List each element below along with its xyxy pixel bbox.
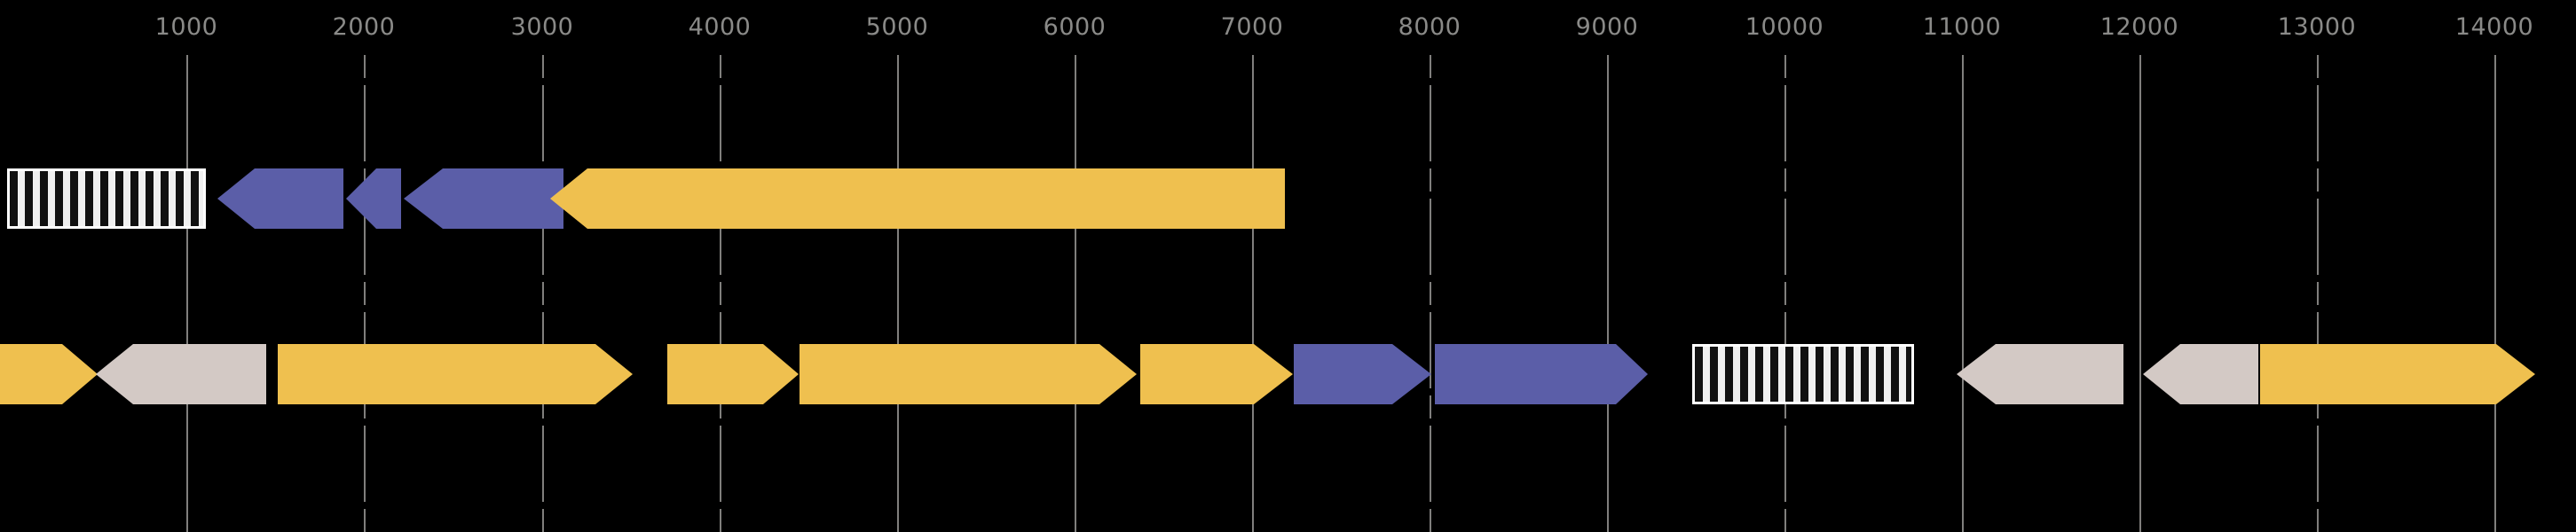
- gene-2[interactable]: [346, 168, 401, 229]
- gene-7[interactable]: [278, 344, 633, 404]
- axis-gridline-2000: [364, 55, 366, 532]
- gene-4[interactable]: [550, 168, 1285, 229]
- gene-10[interactable]: [1140, 344, 1293, 404]
- axis-gridline-14000: [2494, 55, 2496, 532]
- axis-tick-label-13000: 13000: [2277, 13, 2357, 41]
- axis-tick-label-14000: 14000: [2454, 13, 2534, 41]
- gene-5[interactable]: [0, 344, 98, 404]
- axis-tick-label-12000: 12000: [2099, 13, 2179, 41]
- axis-tick-label-9000: 9000: [1575, 13, 1639, 41]
- gene-11[interactable]: [1294, 344, 1431, 404]
- axis-gridline-6000: [1075, 55, 1076, 532]
- axis-tick-label-2000: 2000: [332, 13, 396, 41]
- gene-9[interactable]: [800, 344, 1137, 404]
- axis-gridline-11000: [1962, 55, 1964, 532]
- axis-gridline-1000: [186, 55, 188, 532]
- hatched-region-1[interactable]: [7, 168, 206, 229]
- axis-tick-label-7000: 7000: [1220, 13, 1284, 41]
- axis-gridline-8000: [1430, 55, 1431, 532]
- axis-gridline-10000: [1784, 55, 1786, 532]
- axis-tick-label-8000: 8000: [1398, 13, 1461, 41]
- axis-tick-label-10000: 10000: [1745, 13, 1824, 41]
- axis-gridline-3000: [542, 55, 544, 532]
- gene-15[interactable]: [2143, 344, 2258, 404]
- axis-tick-label-6000: 6000: [1043, 13, 1107, 41]
- axis-gridline-5000: [897, 55, 899, 532]
- hatched-region-2[interactable]: [1692, 344, 1914, 404]
- gene-3[interactable]: [404, 168, 563, 229]
- axis-tick-label-1000: 1000: [154, 13, 218, 41]
- axis-gridline-4000: [720, 55, 721, 532]
- top-sequence-track: [0, 168, 2576, 229]
- axis-tick-label-11000: 11000: [1922, 13, 2002, 41]
- gene-14[interactable]: [1957, 344, 2123, 404]
- gene-13[interactable]: [1591, 344, 1648, 404]
- gene-6[interactable]: [96, 344, 266, 404]
- gene-8[interactable]: [667, 344, 799, 404]
- gene-16[interactable]: [2260, 344, 2535, 404]
- axis-gridline-13000: [2317, 55, 2319, 532]
- axis-tick-label-5000: 5000: [865, 13, 929, 41]
- axis-gridline-9000: [1607, 55, 1609, 532]
- bottom-sequence-track: [0, 344, 2576, 404]
- gene-1[interactable]: [217, 168, 343, 229]
- axis-gridline-12000: [2139, 55, 2141, 532]
- axis-tick-label-4000: 4000: [688, 13, 752, 41]
- axis-gridline-7000: [1252, 55, 1254, 532]
- axis-tick-label-3000: 3000: [510, 13, 574, 41]
